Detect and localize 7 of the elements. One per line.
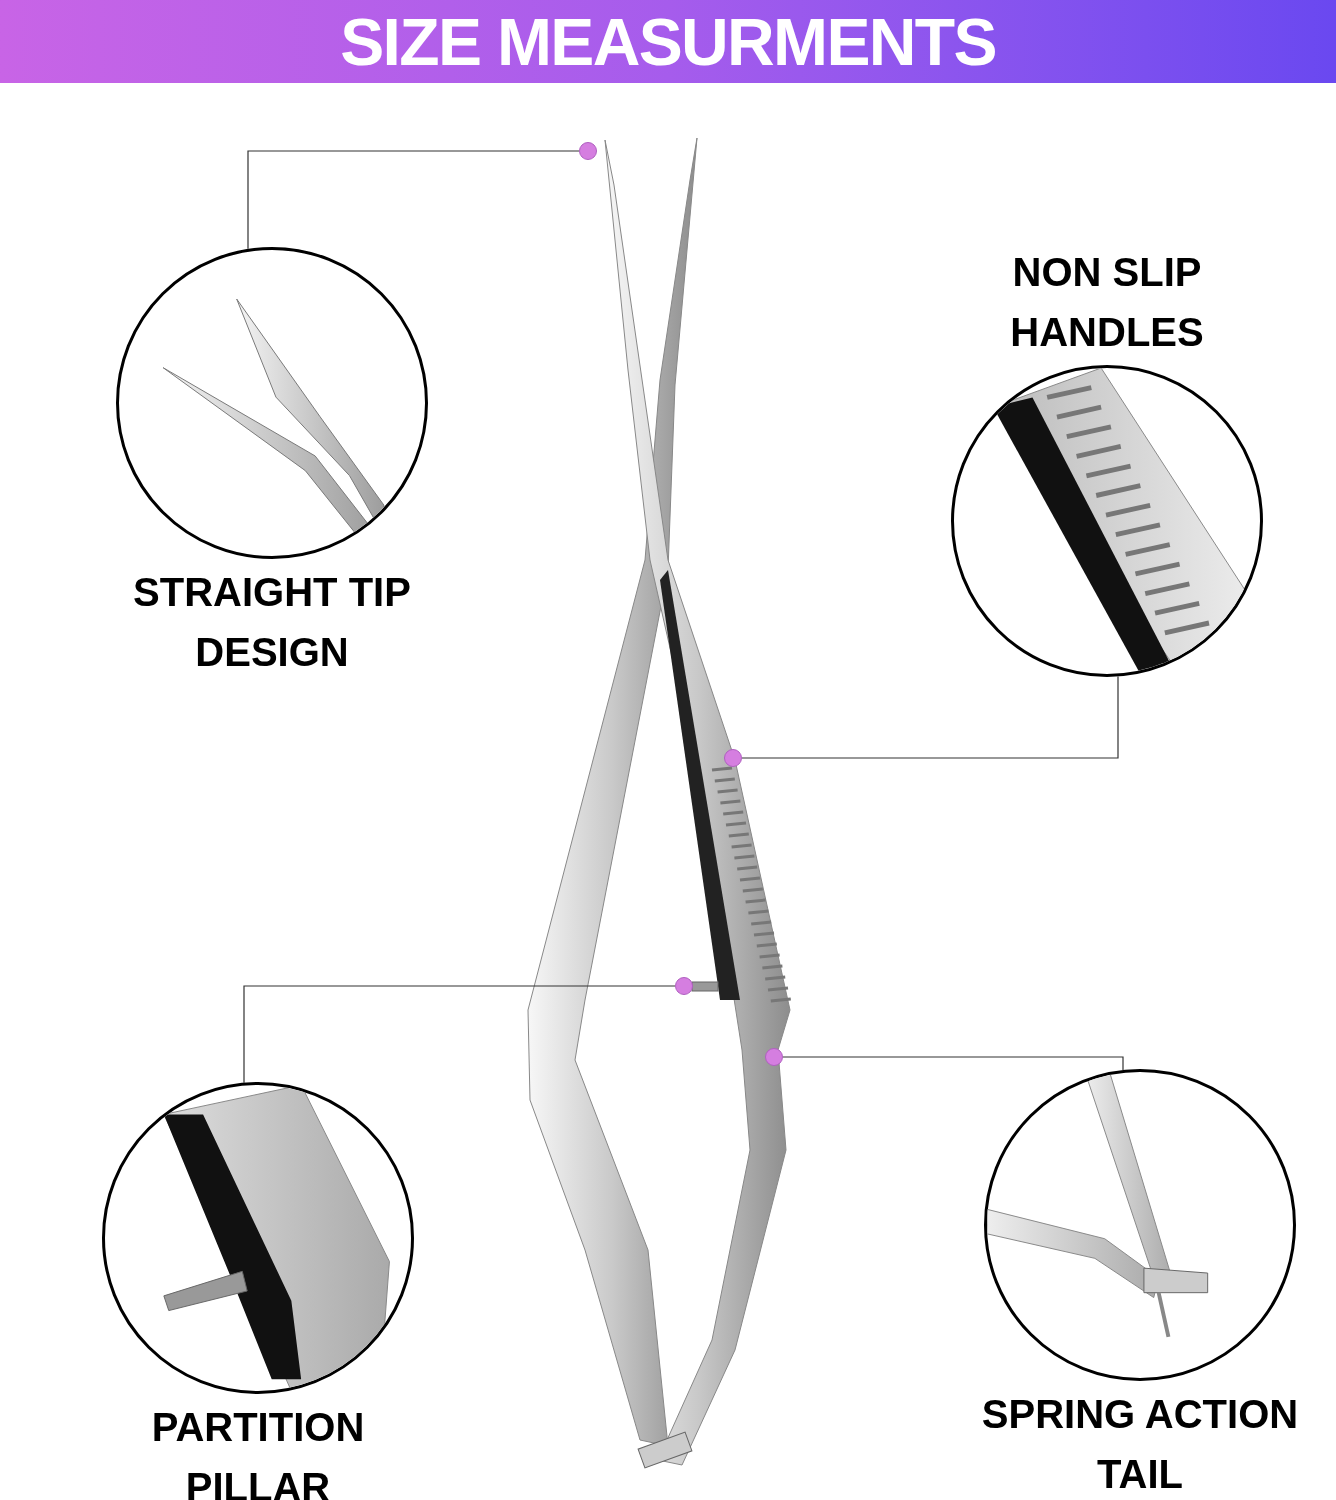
feature-label: SPRING ACTION TAIL — [980, 1391, 1300, 1498]
feature-label: NON SLIP HANDLES — [1009, 249, 1205, 356]
leader-line — [243, 985, 676, 1084]
leader-line — [741, 676, 1119, 759]
feature-label: STRAIGHT TIP DESIGN — [132, 569, 412, 676]
title: SIZE MEASURMENTS — [340, 8, 996, 75]
leader-line — [782, 1056, 1124, 1071]
